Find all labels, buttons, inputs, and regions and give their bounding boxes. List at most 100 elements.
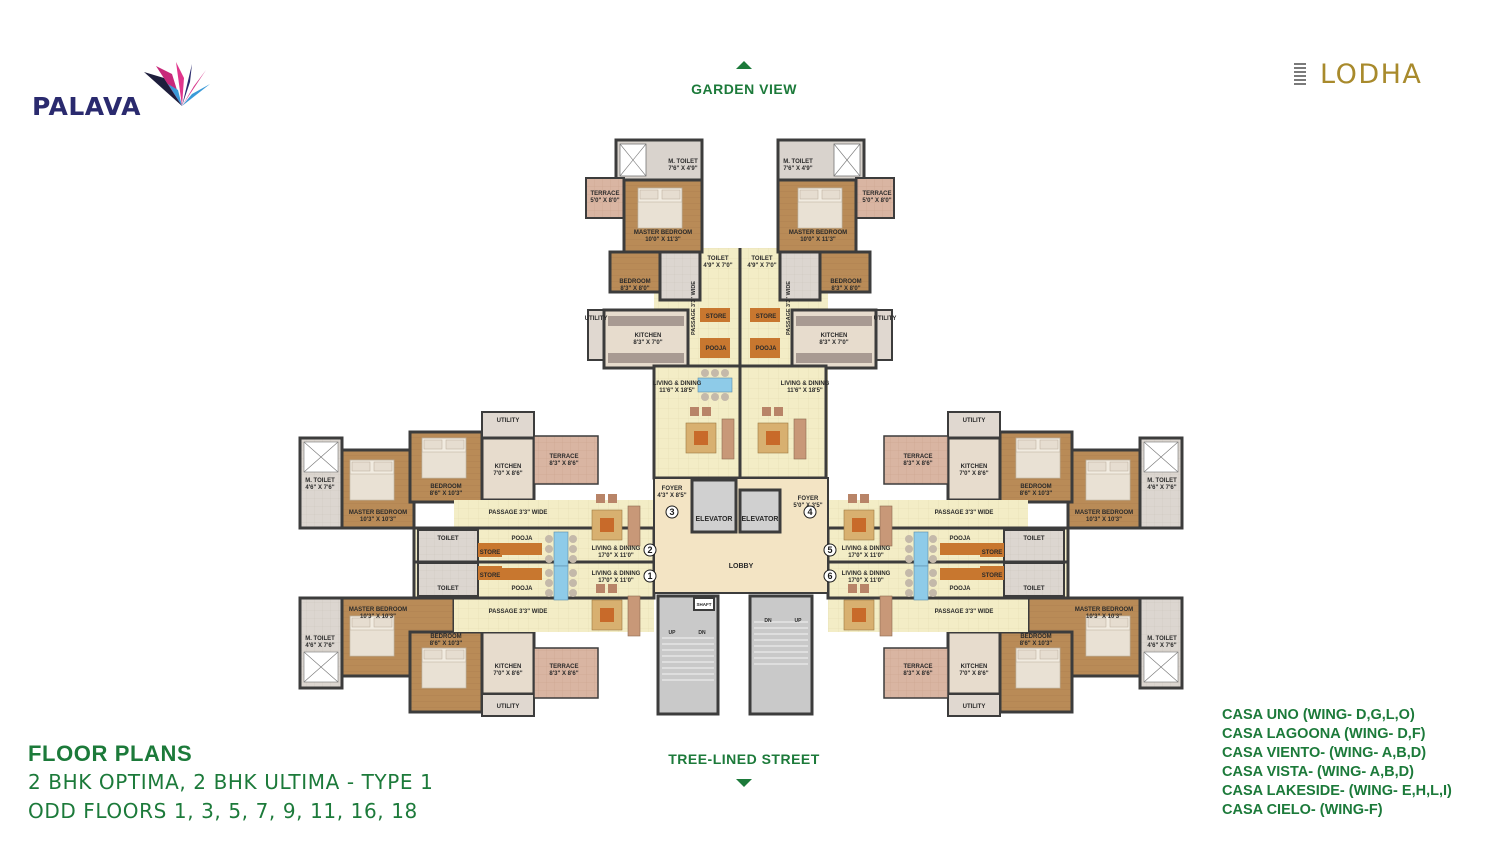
svg-text:4'6" X 7'6": 4'6" X 7'6" [305,643,334,649]
svg-text:POOJA: POOJA [511,586,533,592]
svg-text:UTILITY: UTILITY [497,418,520,424]
svg-text:POOJA: POOJA [755,346,777,352]
palava-wordmark: PALAVA [32,92,141,121]
svg-text:4'6" X 7'6": 4'6" X 7'6" [305,485,334,491]
svg-text:10'0" X 11'3": 10'0" X 11'3" [800,237,836,243]
svg-text:TERRACE: TERRACE [862,191,891,197]
svg-text:TOILET: TOILET [437,536,459,542]
svg-text:MASTER BEDROOM: MASTER BEDROOM [634,230,692,236]
svg-text:FOYER: FOYER [798,496,819,502]
svg-text:POOJA: POOJA [949,586,971,592]
svg-text:POOJA: POOJA [705,346,727,352]
svg-text:UTILITY: UTILITY [963,704,986,710]
svg-text:2: 2 [647,545,652,555]
svg-text:M. TOILET: M. TOILET [783,159,813,165]
svg-text:STORE: STORE [756,314,777,320]
svg-text:7'6" X 4'9": 7'6" X 4'9" [668,166,697,172]
svg-text:7'0" X 8'6": 7'0" X 8'6" [493,471,522,477]
svg-text:17'0" X 11'0": 17'0" X 11'0" [598,553,634,559]
svg-text:TERRACE: TERRACE [549,454,578,460]
unit-right-upper [828,411,1184,530]
unit-types: 2 BHK OPTIMA, 2 BHK ULTIMA - TYPE 1 [28,770,434,794]
svg-text:BEDROOM: BEDROOM [430,484,461,490]
svg-text:8'3" X 8'6": 8'3" X 8'6" [549,671,578,677]
svg-text:8'3" X 8'6": 8'3" X 8'6" [549,461,578,467]
wing-item: CASA LAGOONA (WING- D,F) [1222,726,1426,742]
svg-text:TOILET: TOILET [1023,586,1045,592]
svg-text:7'0" X 8'6": 7'0" X 8'6" [493,671,522,677]
svg-text:LIVING & DINING: LIVING & DINING [653,381,702,387]
wing-item: CASA CIELO- (WING-F) [1222,802,1383,818]
svg-text:SHAFT: SHAFT [697,602,712,607]
svg-text:MASTER BEDROOM: MASTER BEDROOM [1075,607,1133,613]
svg-text:PASSAGE 3'3" WIDE: PASSAGE 3'3" WIDE [786,281,792,335]
svg-text:ELEVATOR: ELEVATOR [696,516,733,523]
svg-text:4'6" X 7'6": 4'6" X 7'6" [1147,643,1176,649]
svg-text:TOILET: TOILET [707,256,729,262]
wing-item: CASA VISTA- (WING- A,B,D) [1222,764,1414,780]
svg-text:STORE: STORE [480,573,501,579]
svg-text:6: 6 [827,571,832,581]
svg-text:10'3" X 10'3": 10'3" X 10'3" [360,614,396,620]
svg-text:8'3" X 7'0": 8'3" X 7'0" [633,340,662,346]
svg-text:UTILITY: UTILITY [497,704,520,710]
title-block: FLOOR PLANS 2 BHK OPTIMA, 2 BHK ULTIMA -… [28,740,433,826]
svg-text:TERRACE: TERRACE [549,664,578,670]
svg-text:BEDROOM: BEDROOM [619,279,650,285]
lodha-logo: LODHA [1294,58,1484,90]
svg-text:STORE: STORE [706,314,727,320]
svg-text:5'0" X 8'0": 5'0" X 8'0" [590,198,619,204]
svg-text:POOJA: POOJA [949,536,971,542]
svg-text:DN: DN [764,618,772,624]
svg-text:TOILET: TOILET [1023,536,1045,542]
svg-text:BEDROOM: BEDROOM [830,279,861,285]
svg-text:8'6" X 10'3": 8'6" X 10'3" [430,491,463,497]
svg-text:7'6" X 4'9": 7'6" X 4'9" [783,166,812,172]
svg-text:M. TOILET: M. TOILET [305,478,335,484]
svg-text:LIVING & DINING: LIVING & DINING [592,546,641,552]
svg-text:TERRACE: TERRACE [903,664,932,670]
svg-text:BEDROOM: BEDROOM [430,634,461,640]
lodha-wordmark: LODHA [1320,58,1423,90]
orientation-bottom-label: TREE-LINED STREET [668,751,820,767]
svg-text:11'6" X 18'5": 11'6" X 18'5" [787,388,823,394]
svg-text:M. TOILET: M. TOILET [305,636,335,642]
svg-text:TERRACE: TERRACE [903,454,932,460]
svg-text:UTILITY: UTILITY [874,316,897,322]
svg-text:MASTER BEDROOM: MASTER BEDROOM [349,510,407,516]
svg-text:10'0" X 11'3": 10'0" X 11'3" [645,237,681,243]
floor-plan: TERRACE 5'0" X 8'0" MASTER BEDROOM 10'0"… [298,138,1184,718]
svg-text:KITCHEN: KITCHEN [961,464,988,470]
svg-text:STORE: STORE [982,573,1003,579]
unit-left-upper [298,411,654,530]
wing-list: CASA UNO (WING- D,G,L,O) CASA LAGOONA (W… [1222,706,1452,820]
svg-text:PASSAGE 3'3" WIDE: PASSAGE 3'3" WIDE [691,281,697,335]
svg-text:7'0" X 8'6": 7'0" X 8'6" [959,671,988,677]
svg-text:LIVING & DINING: LIVING & DINING [842,571,891,577]
svg-text:17'0" X 11'0": 17'0" X 11'0" [848,553,884,559]
svg-text:10'3" X 10'3": 10'3" X 10'3" [1086,614,1122,620]
svg-text:KITCHEN: KITCHEN [495,464,522,470]
svg-text:8'3" X 8'0": 8'3" X 8'0" [620,286,649,292]
svg-text:TOILET: TOILET [751,256,773,262]
page-title: FLOOR PLANS [28,741,193,766]
svg-text:3: 3 [669,507,674,517]
svg-text:UTILITY: UTILITY [585,316,608,322]
svg-text:UP: UP [669,630,677,636]
svg-text:STORE: STORE [982,550,1003,556]
svg-text:MASTER BEDROOM: MASTER BEDROOM [1075,510,1133,516]
svg-text:M. TOILET: M. TOILET [668,159,698,165]
svg-text:MASTER BEDROOM: MASTER BEDROOM [349,607,407,613]
svg-text:5'0" X 8'0": 5'0" X 8'0" [862,198,891,204]
svg-text:10'3" X 10'3": 10'3" X 10'3" [360,517,396,523]
svg-text:FOYER: FOYER [662,486,683,492]
svg-text:PASSAGE 3'3" WIDE: PASSAGE 3'3" WIDE [935,510,994,516]
svg-text:4: 4 [807,507,812,517]
svg-text:8'3" X 8'0": 8'3" X 8'0" [831,286,860,292]
svg-text:10'3" X 10'3": 10'3" X 10'3" [1086,517,1122,523]
unit-right-lower [828,596,1184,717]
orientation-top-label: GARDEN VIEW [691,81,797,97]
svg-text:4'9" X 7'0": 4'9" X 7'0" [703,263,732,269]
unit-top-right [750,138,895,370]
svg-text:8'6" X 10'3": 8'6" X 10'3" [1020,491,1053,497]
